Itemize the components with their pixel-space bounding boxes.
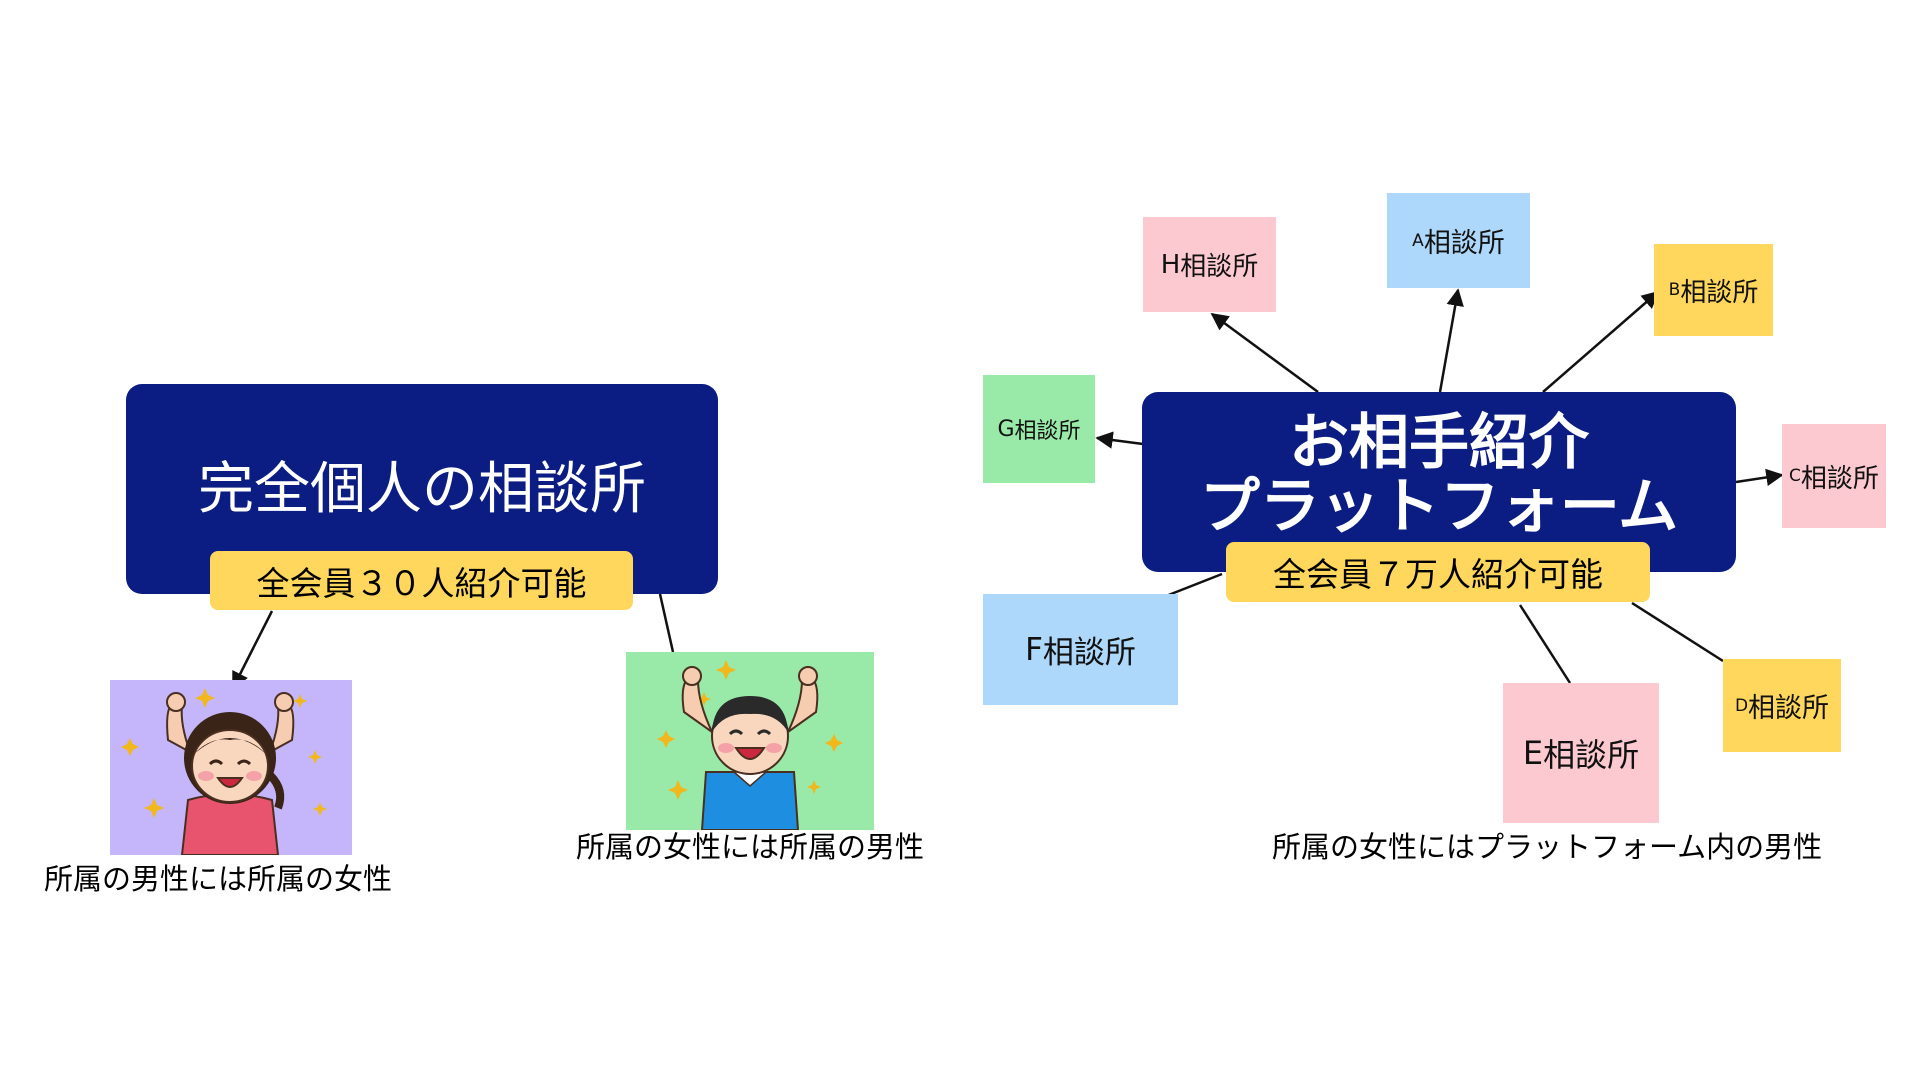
office-g-prefix: G: [997, 416, 1015, 442]
line-to-man-card: [658, 593, 675, 653]
office-a-label: 相談所: [1423, 228, 1505, 259]
line-to-d-office: [1631, 601, 1724, 663]
individual-man-caption: 所属の女性には所属の男性: [576, 830, 925, 864]
platform-caption: 所属の女性にはプラットフォーム内の男性: [1272, 830, 1823, 864]
platform-title-line2: プラットフォーム: [1199, 472, 1679, 542]
office-f-box: F 相談所: [983, 594, 1178, 705]
arrow-to-h-office: [1210, 312, 1319, 394]
individual-woman-caption: 所属の男性には所属の女性: [44, 862, 393, 896]
individual-agency-title: 完全個人の相談所: [198, 456, 646, 522]
office-f-prefix: F: [1025, 631, 1043, 668]
office-h-prefix: H: [1160, 249, 1181, 280]
platform-member-count-text: 全会員７万人紹介可能: [1273, 555, 1603, 594]
cheering-man-illustration: [657, 660, 843, 830]
line-to-f-office: [1165, 572, 1223, 598]
platform-title-line1: お相手紹介: [1289, 408, 1589, 478]
office-b-prefix: B: [1668, 280, 1681, 300]
line-to-e-office: [1518, 604, 1572, 684]
office-d-label: 相談所: [1748, 693, 1830, 724]
cheering-woman-card: [110, 680, 352, 855]
arrow-to-g-office: [1095, 431, 1144, 449]
arrow-to-b-office: [1542, 290, 1660, 393]
cheering-man-card: [626, 652, 874, 830]
office-b-label: 相談所: [1680, 277, 1759, 308]
office-d-prefix: D: [1734, 695, 1749, 716]
arrow-to-a-office: [1438, 288, 1464, 393]
office-h-box: H 相談所: [1143, 217, 1276, 312]
individual-member-count-pill: 全会員３０人紹介可能: [210, 551, 633, 610]
office-e-prefix: E: [1522, 734, 1544, 772]
platform-member-count-pill: 全会員７万人紹介可能: [1226, 542, 1650, 602]
arrow-to-woman-card: [231, 610, 274, 690]
arrow-to-c-office: [1735, 468, 1784, 487]
office-c-label: 相談所: [1800, 463, 1879, 494]
cheering-woman-illustration: [121, 688, 327, 855]
office-e-label: 相談所: [1543, 736, 1640, 774]
office-a-prefix: A: [1412, 230, 1424, 251]
office-e-box: E 相談所: [1503, 683, 1659, 823]
office-g-label: 相談所: [1014, 419, 1081, 444]
individual-member-count-text: 全会員３０人紹介可能: [256, 563, 587, 603]
office-g-box: G 相談所: [983, 375, 1095, 483]
office-c-prefix: C: [1789, 466, 1801, 486]
office-h-label: 相談所: [1180, 252, 1259, 282]
office-f-label: 相談所: [1042, 635, 1136, 671]
